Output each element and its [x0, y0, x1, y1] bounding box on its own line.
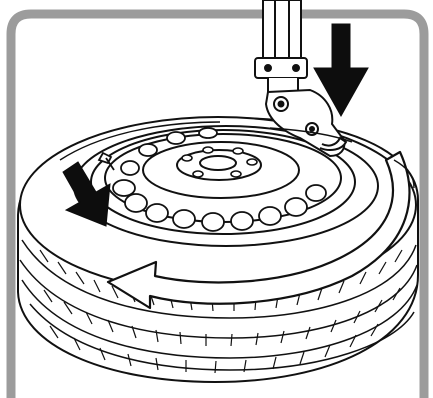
rim-center-bore [200, 156, 236, 170]
